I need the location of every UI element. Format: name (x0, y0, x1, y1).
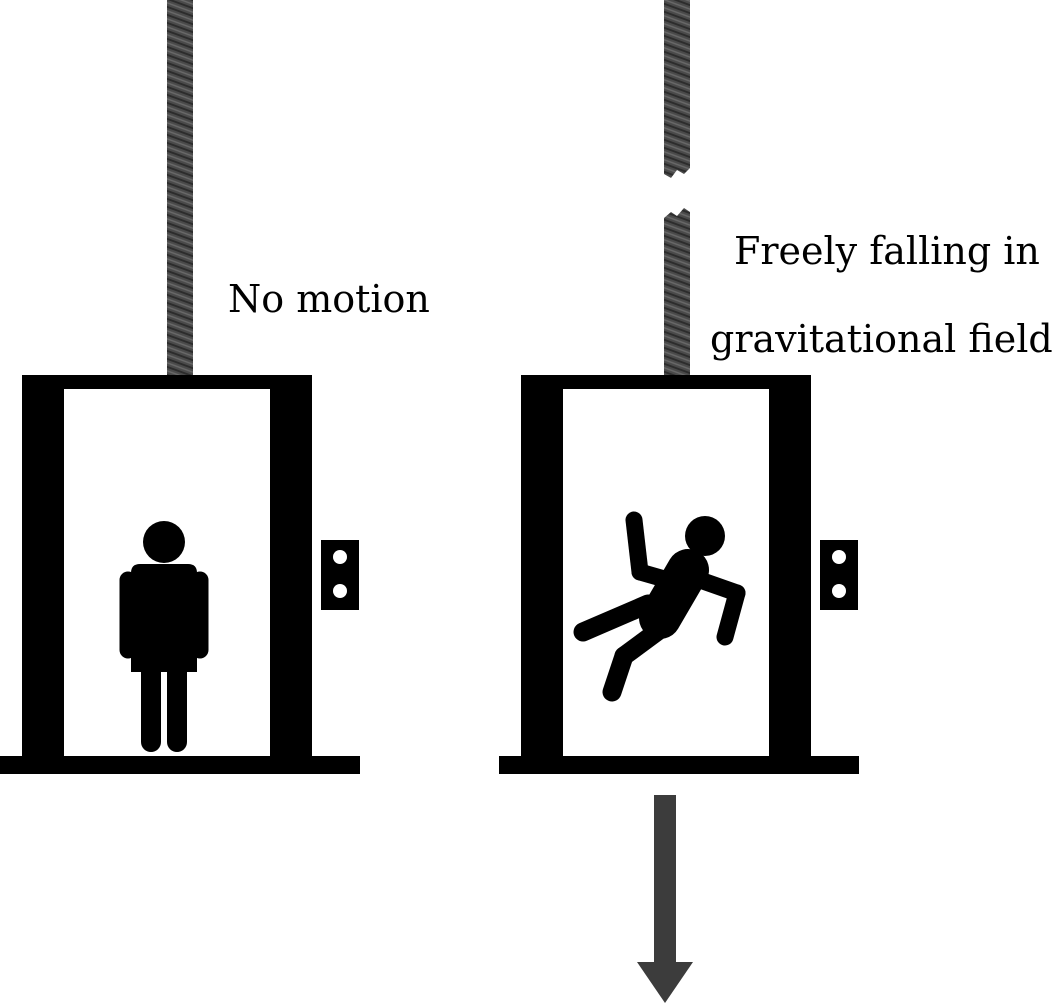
left-car-floor (0, 756, 360, 774)
down-arrow-icon (637, 795, 693, 1003)
left-car-top-beam (22, 375, 312, 389)
falling-person-icon (573, 511, 746, 702)
right-car-floor (499, 756, 859, 774)
free-fall-label-line-1: Freely falling in (734, 229, 1040, 273)
right-call-button-panel (820, 540, 858, 610)
free-fall-label-line-2: gravitational field (710, 317, 1053, 361)
right-car-top-beam (521, 375, 811, 389)
right-elevator (499, 0, 859, 1003)
left-car-left-wall (22, 375, 64, 760)
broken-cable (664, 0, 690, 378)
no-motion-label: No motion (228, 277, 430, 321)
left-car-right-wall (270, 375, 312, 760)
left-cable (167, 0, 193, 378)
right-car-right-wall (769, 375, 811, 760)
left-elevator (0, 0, 360, 774)
right-car-left-wall (521, 375, 563, 760)
left-call-button-panel (321, 540, 359, 610)
standing-person-icon (119, 521, 209, 752)
